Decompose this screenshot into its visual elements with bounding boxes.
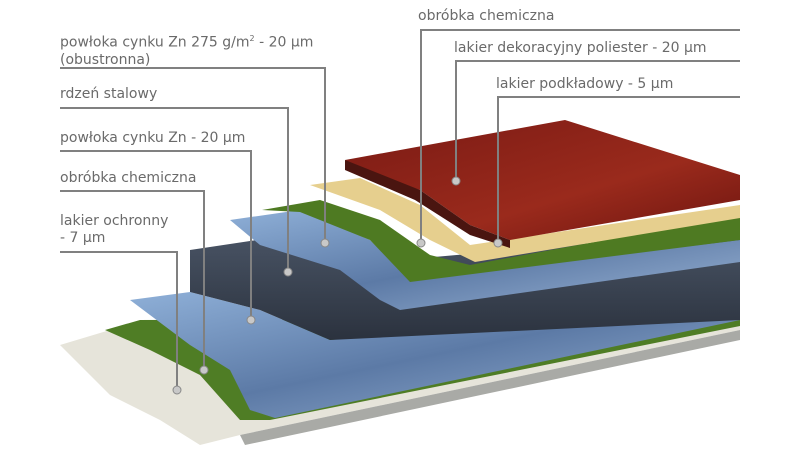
- label-steel-core: rdzeń stalowy: [60, 86, 158, 102]
- leader-lines: [60, 29, 740, 390]
- label-protective-lacquer: lakier ochronny - 7 µm: [60, 213, 168, 247]
- label-chemical-treatment-right: obróbka chemiczna: [418, 8, 555, 24]
- layer-primer: [310, 178, 740, 262]
- layer-topcoat-edge: [345, 160, 510, 248]
- leader-dots: [172, 176, 503, 395]
- layer-chemical-treatment: [262, 200, 740, 282]
- label-zinc-coating-275: powłoka cynku Zn 275 g/m2 - 20 µm (obustr…: [60, 30, 313, 69]
- label-text: - 20 µm: [254, 34, 314, 51]
- layer-backcoat-edge: [240, 330, 740, 445]
- label-text: (obustronna): [60, 51, 151, 68]
- label-text: powłoka cynku Zn 275 g/m: [60, 34, 250, 51]
- label-text: lakier ochronny: [60, 213, 169, 229]
- label-sup: 2: [249, 34, 255, 43]
- label-text: - 7 µm: [60, 230, 106, 246]
- label-zinc-coating-20: powłoka cynku Zn - 20 µm: [60, 130, 246, 146]
- label-chemical-treatment-left: obróbka chemiczna: [60, 170, 197, 186]
- label-primer: lakier podkładowy - 5 µm: [496, 76, 674, 92]
- label-decorative-polyester: lakier dekoracyjny poliester - 20 µm: [454, 40, 707, 56]
- layer-topcoat: [345, 120, 740, 240]
